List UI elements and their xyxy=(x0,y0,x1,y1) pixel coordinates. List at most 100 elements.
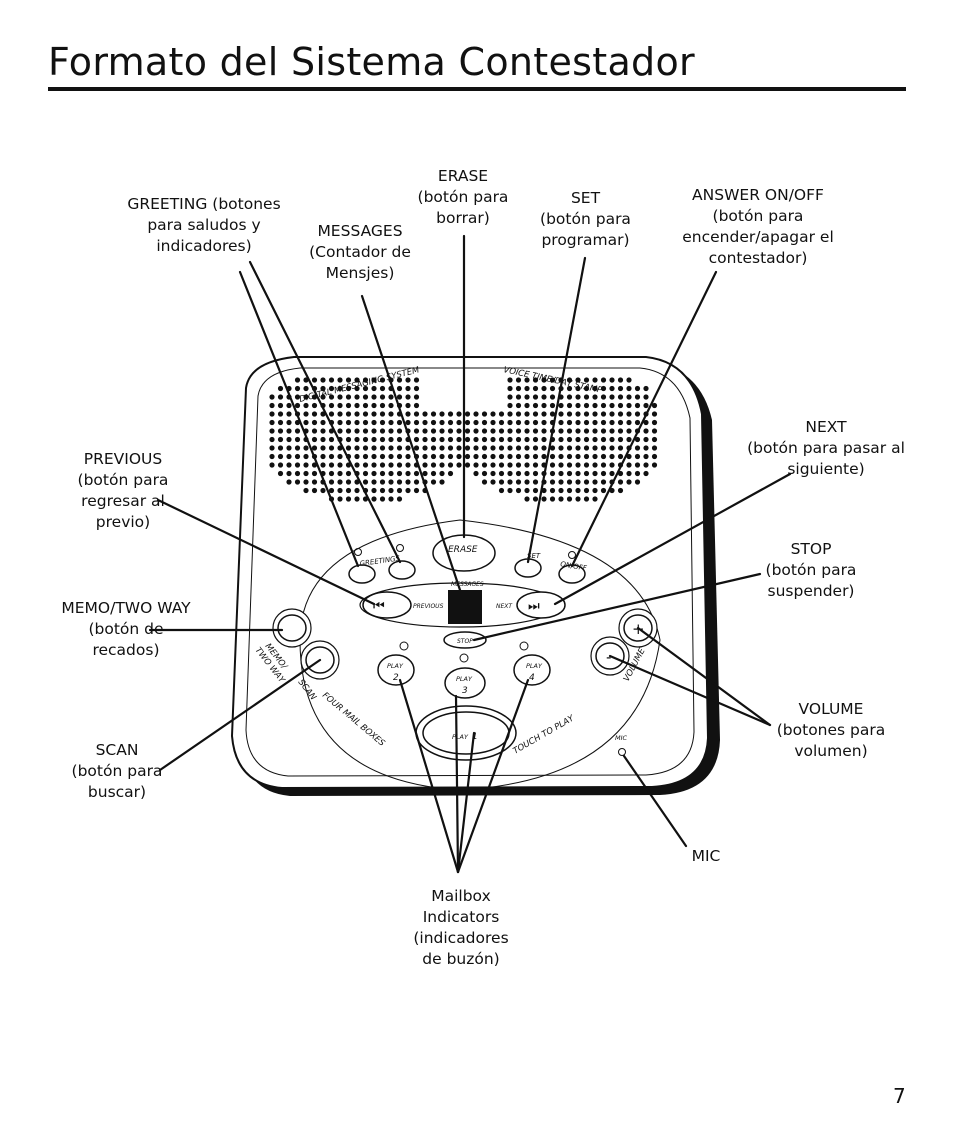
speaker-hole xyxy=(405,394,411,400)
speaker-hole xyxy=(558,411,564,417)
previous-button[interactable] xyxy=(362,591,412,619)
play-3-button[interactable] xyxy=(444,667,486,699)
speaker-hole xyxy=(549,470,556,477)
onoff-indicator xyxy=(568,551,576,559)
speaker-hole xyxy=(558,428,564,434)
speaker-hole xyxy=(651,411,658,417)
speaker-hole xyxy=(515,385,522,392)
speaker-hole xyxy=(515,428,522,434)
speaker-hole xyxy=(532,496,539,502)
speaker-hole xyxy=(388,453,394,460)
speaker-hole xyxy=(524,462,530,468)
next-button[interactable] xyxy=(516,591,566,619)
speaker-hole xyxy=(592,445,598,451)
speaker-hole xyxy=(277,402,284,409)
speaker-hole xyxy=(507,394,513,400)
speaker-hole xyxy=(388,470,394,477)
speaker-hole xyxy=(532,462,539,468)
speaker-hole xyxy=(566,445,573,451)
speaker-hole xyxy=(269,394,275,400)
speaker-hole xyxy=(626,470,632,477)
speaker-hole xyxy=(575,462,581,468)
speaker-hole xyxy=(575,394,581,400)
speaker-hole xyxy=(515,377,522,383)
speaker-hole xyxy=(422,436,428,443)
speaker-hole xyxy=(583,377,590,383)
speaker-hole xyxy=(566,436,573,443)
speaker-hole xyxy=(473,411,479,417)
speaker-hole xyxy=(379,428,386,434)
speaker-hole xyxy=(609,436,615,443)
speaker-hole xyxy=(600,479,607,485)
stop-callout: STOP (botón para suspender) xyxy=(765,540,857,600)
speaker-hole xyxy=(515,453,522,460)
speaker-hole xyxy=(634,402,641,409)
speaker-hole xyxy=(269,436,275,443)
speaker-hole xyxy=(379,385,386,392)
speaker-hole xyxy=(379,462,386,468)
speaker-hole xyxy=(354,496,360,502)
speaker-hole xyxy=(490,436,496,443)
speaker-hole xyxy=(575,411,581,417)
speaker-hole xyxy=(269,462,275,468)
speaker-hole xyxy=(303,402,309,409)
speaker-hole xyxy=(447,470,454,477)
play-4-button[interactable] xyxy=(513,654,551,686)
speaker-hole xyxy=(430,411,437,417)
messages-callout: MESSAGES (Contador de Mensjes) xyxy=(309,222,411,282)
speaker-hole xyxy=(362,419,369,426)
greeting-button-2[interactable] xyxy=(388,560,416,580)
speaker-hole xyxy=(473,419,479,426)
speaker-hole xyxy=(566,419,573,426)
speaker-hole xyxy=(583,436,590,443)
speaker-hole xyxy=(507,453,513,460)
speaker-hole xyxy=(405,479,411,485)
stop-button[interactable] xyxy=(443,631,487,649)
mailbox-callout: Mailbox Indicators (indicadores de buzón… xyxy=(413,887,509,968)
speaker-hole xyxy=(473,436,479,443)
speaker-hole xyxy=(507,402,513,409)
speaker-hole xyxy=(583,428,590,434)
speaker-hole xyxy=(396,394,403,400)
speaker-hole xyxy=(328,470,335,477)
speaker-hole xyxy=(558,419,564,426)
speaker-hole xyxy=(464,462,471,468)
speaker-hole xyxy=(558,487,564,494)
set-callout: SET (botón para programar) xyxy=(540,189,631,249)
speaker-hole xyxy=(592,385,598,392)
speaker-hole xyxy=(447,453,454,460)
speaker-hole xyxy=(345,402,352,409)
speaker-hole xyxy=(354,385,360,392)
leader-lines xyxy=(148,234,792,874)
speaker-hole xyxy=(311,411,318,417)
speaker-hole xyxy=(515,419,522,426)
speaker-hole xyxy=(566,411,573,417)
speaker-hole xyxy=(294,479,301,485)
memo-button[interactable] xyxy=(277,614,307,642)
speaker-hole xyxy=(320,436,326,443)
speaker-hole xyxy=(643,445,649,451)
speaker-hole xyxy=(388,402,394,409)
speaker-hole xyxy=(617,428,624,434)
speaker-hole xyxy=(430,419,437,426)
speaker-hole xyxy=(286,436,292,443)
mailbox-2-indicator xyxy=(399,641,409,651)
speaker-hole xyxy=(473,445,479,451)
speaker-hole xyxy=(524,470,530,477)
speaker-hole xyxy=(388,411,394,417)
speaker-hole xyxy=(549,496,556,502)
speaker-hole xyxy=(617,411,624,417)
speaker-hole xyxy=(286,462,292,468)
speaker-hole xyxy=(643,402,649,409)
speaker-hole xyxy=(600,487,607,494)
speaker-hole xyxy=(286,479,292,485)
speaker-hole xyxy=(294,462,301,468)
speaker-hole xyxy=(303,411,309,417)
speaker-hole xyxy=(583,470,590,477)
speaker-hole xyxy=(515,470,522,477)
play-2-button[interactable] xyxy=(377,654,415,686)
speaker-hole xyxy=(354,445,360,451)
greeting-button-1[interactable] xyxy=(348,564,376,584)
next-label: NEXT xyxy=(496,603,513,610)
speaker-hole xyxy=(320,394,326,400)
